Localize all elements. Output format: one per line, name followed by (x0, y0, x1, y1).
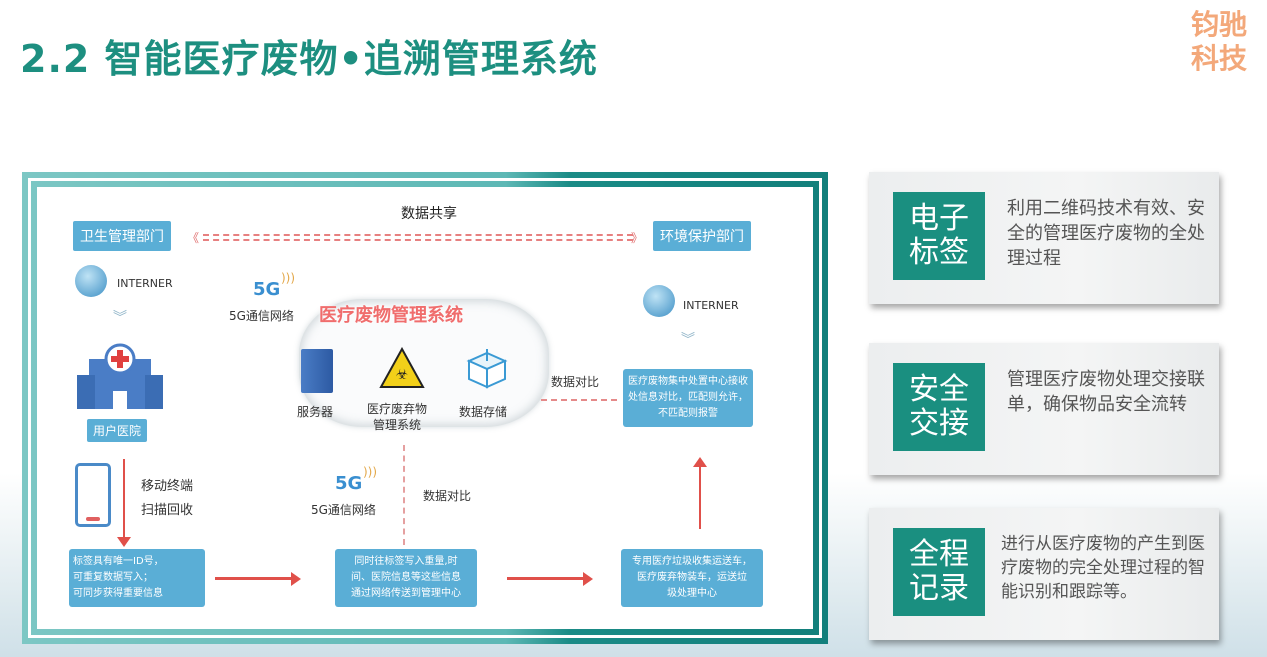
biohazard-icon: ☣ (379, 347, 425, 388)
svg-text:☣: ☣ (396, 367, 409, 383)
arrow-up-line (699, 467, 701, 529)
feature-text-3: 进行从医疗废物的产生到医疗废物的完全处理过程的智能识别和跟踪等。 (1001, 534, 1205, 602)
diagram-canvas: 数据共享 卫生管理部门 环境保护部门 《 》 INTERNER ︾ 5G )))… (37, 187, 813, 629)
share-right-chevron: 》 (631, 231, 644, 245)
health-dept-box: 卫生管理部门 (73, 221, 171, 251)
signal-icon-mid: ))) (363, 465, 378, 479)
diagram-frame: 数据共享 卫生管理部门 环境保护部门 《 》 INTERNER ︾ 5G )))… (22, 172, 828, 644)
feature-badge-2: 安全 交接 (893, 363, 985, 451)
feature-panel-record: 全程 记录 进行从医疗废物的产生到医疗废物的完全处理过程的智能识别和跟踪等。 (869, 508, 1219, 640)
arrow-down-head (117, 537, 131, 547)
system-name: 医疗废物管理系统 (319, 305, 463, 326)
system-cloud (299, 299, 549, 427)
mobile-label-2: 扫描回收 (141, 503, 194, 518)
feature-text-1: 利用二维码技术有效、安全的管理医疗废物的全处理过程 (1007, 198, 1205, 269)
process-box-3: 专用医疗垃圾收集运送车， 医疗废弃物装车，运送垃 圾处理中心 (621, 549, 763, 607)
process-box-2: 同时往标签写入重量,时 间、医院信息等这些信息 通过网络传送到管理中心 (335, 549, 477, 607)
center-receive-box: 医疗废物集中处置中心接收 处信息对比，匹配则允许， 不匹配则报警 (623, 369, 753, 427)
mobile-label-1: 移动终端 (141, 479, 194, 494)
signal-icon-top: ))) (281, 271, 296, 285)
compare-dashed-line-right (541, 399, 617, 401)
arrow-right-head-1 (291, 572, 301, 586)
g5-top-icon: 5G (253, 279, 281, 300)
share-left-chevron: 《 (187, 231, 200, 245)
g5-mid-label: 5G通信网络 (311, 503, 376, 517)
process-box-1: 标签具有唯一ID号， 可重复数据写入； 可同步获得重要信息 (69, 549, 205, 607)
diagram-border (28, 178, 822, 638)
hospital-label: 用户医院 (87, 419, 148, 442)
globe-icon-left (75, 265, 107, 297)
data-compare-right-label: 数据对比 (551, 375, 600, 389)
mobile-phone-icon (75, 463, 111, 527)
feature-panel-e-label: 电子 标签 利用二维码技术有效、安全的管理医疗废物的全处理过程 (869, 172, 1219, 304)
g5-mid-icon: 5G (335, 473, 363, 494)
logo-line-1: 钧驰 (1190, 8, 1247, 41)
arrow-up-head (693, 457, 707, 467)
hospital-icon (77, 343, 163, 409)
feature-panel-handover: 安全 交接 管理医疗废物处理交接联单，确保物品安全流转 (869, 343, 1219, 475)
waste-system-label: 医疗废弃物 管理系统 (367, 402, 428, 432)
storage-box-icon (466, 349, 508, 389)
storage-label: 数据存储 (459, 405, 508, 419)
interner-right-label: INTERNER (683, 299, 739, 312)
server-label: 服务器 (297, 405, 334, 419)
globe-icon-right (643, 285, 675, 317)
compare-dashed-line-mid (403, 445, 405, 545)
chevron-down-icon-left: ︾ (113, 310, 127, 326)
arrow-right-head-2 (583, 572, 593, 586)
data-share-label: 数据共享 (401, 206, 457, 222)
server-icon (301, 349, 333, 393)
chevron-down-icon-right: ︾ (681, 332, 695, 348)
arrow-right-line-2 (507, 577, 585, 580)
feature-badge-1: 电子 标签 (893, 192, 985, 280)
g5-top-label: 5G通信网络 (229, 309, 294, 323)
arrow-down-line (123, 459, 125, 539)
share-dashed-line-2 (203, 239, 633, 241)
share-dashed-line-1 (203, 234, 633, 236)
company-logo: 钧驰 科技 (1189, 8, 1249, 76)
feature-text-2: 管理医疗废物处理交接联单，确保物品安全流转 (1007, 369, 1205, 415)
feature-badge-3: 全程 记录 (893, 528, 985, 616)
page-title: 2.2 智能医疗废物•追溯管理系统 (20, 37, 598, 81)
data-compare-mid-label: 数据对比 (423, 489, 472, 503)
arrow-right-line-1 (215, 577, 293, 580)
env-dept-box: 环境保护部门 (653, 221, 751, 251)
interner-left-label: INTERNER (117, 277, 173, 290)
logo-line-2: 科技 (1190, 42, 1247, 75)
